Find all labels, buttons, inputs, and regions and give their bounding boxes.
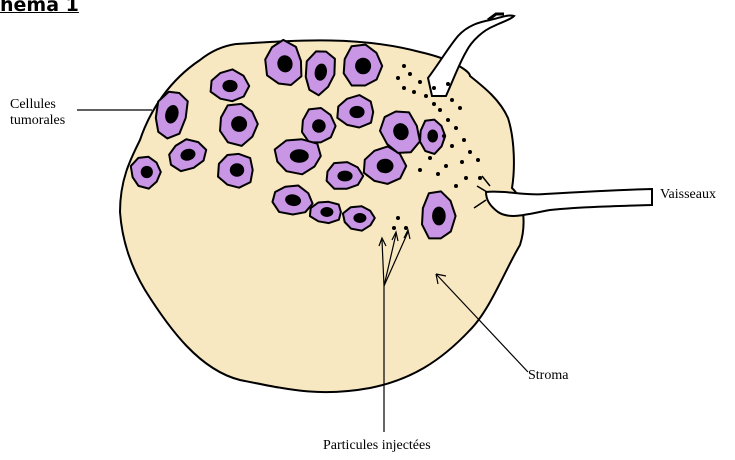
particle-dot [396, 76, 400, 80]
particle-dot [462, 138, 466, 142]
particle-dot [442, 134, 446, 138]
particle-dot [418, 80, 422, 84]
particle-dot [428, 156, 432, 160]
particle-dot [412, 90, 416, 94]
particles-label: Particules injectées [323, 438, 431, 454]
particle-dot [402, 64, 406, 68]
particle-dot [432, 86, 436, 90]
vessels-label: Vaisseaux [660, 187, 716, 203]
nucleus [353, 213, 366, 223]
particle-dot [476, 158, 480, 162]
particle-dot [432, 102, 436, 106]
nucleus [230, 163, 244, 177]
right-vessel [486, 189, 652, 216]
nucleus [141, 166, 153, 178]
particle-dot [450, 144, 454, 148]
nucleus [355, 58, 371, 75]
particle-dot [446, 118, 450, 122]
particle-dot [468, 150, 472, 154]
particle-dot [408, 72, 412, 76]
nucleus [231, 116, 247, 132]
particle-dot [392, 226, 396, 230]
particle-dot [454, 184, 458, 188]
nucleus [337, 171, 352, 182]
stroma-label: Stroma [528, 368, 568, 384]
particle-dot [404, 226, 408, 230]
nucleus [427, 130, 438, 143]
particle-dot [454, 126, 458, 130]
particle-dot [436, 172, 440, 176]
nucleus [349, 106, 364, 118]
figure-title: hema 1 [0, 0, 79, 16]
particle-dot [396, 216, 400, 220]
particle-dot [450, 98, 454, 102]
tumor-cell [310, 202, 341, 223]
particle-dot [460, 160, 464, 164]
tumor-cells-label: Cellules tumorales [10, 97, 65, 129]
particle-dot [464, 176, 468, 180]
particle-dot [402, 86, 406, 90]
nucleus [320, 207, 333, 217]
nucleus [432, 207, 446, 226]
particle-dot [444, 164, 448, 168]
particle-dot [458, 106, 462, 110]
particle-dot [424, 94, 428, 98]
particle-dot [438, 108, 442, 112]
nucleus [290, 149, 309, 163]
particle-dot [478, 176, 482, 180]
nucleus [312, 119, 326, 133]
particle-dot [418, 168, 422, 172]
nucleus [377, 159, 394, 173]
nucleus [222, 80, 237, 92]
particle-dot [446, 82, 450, 86]
